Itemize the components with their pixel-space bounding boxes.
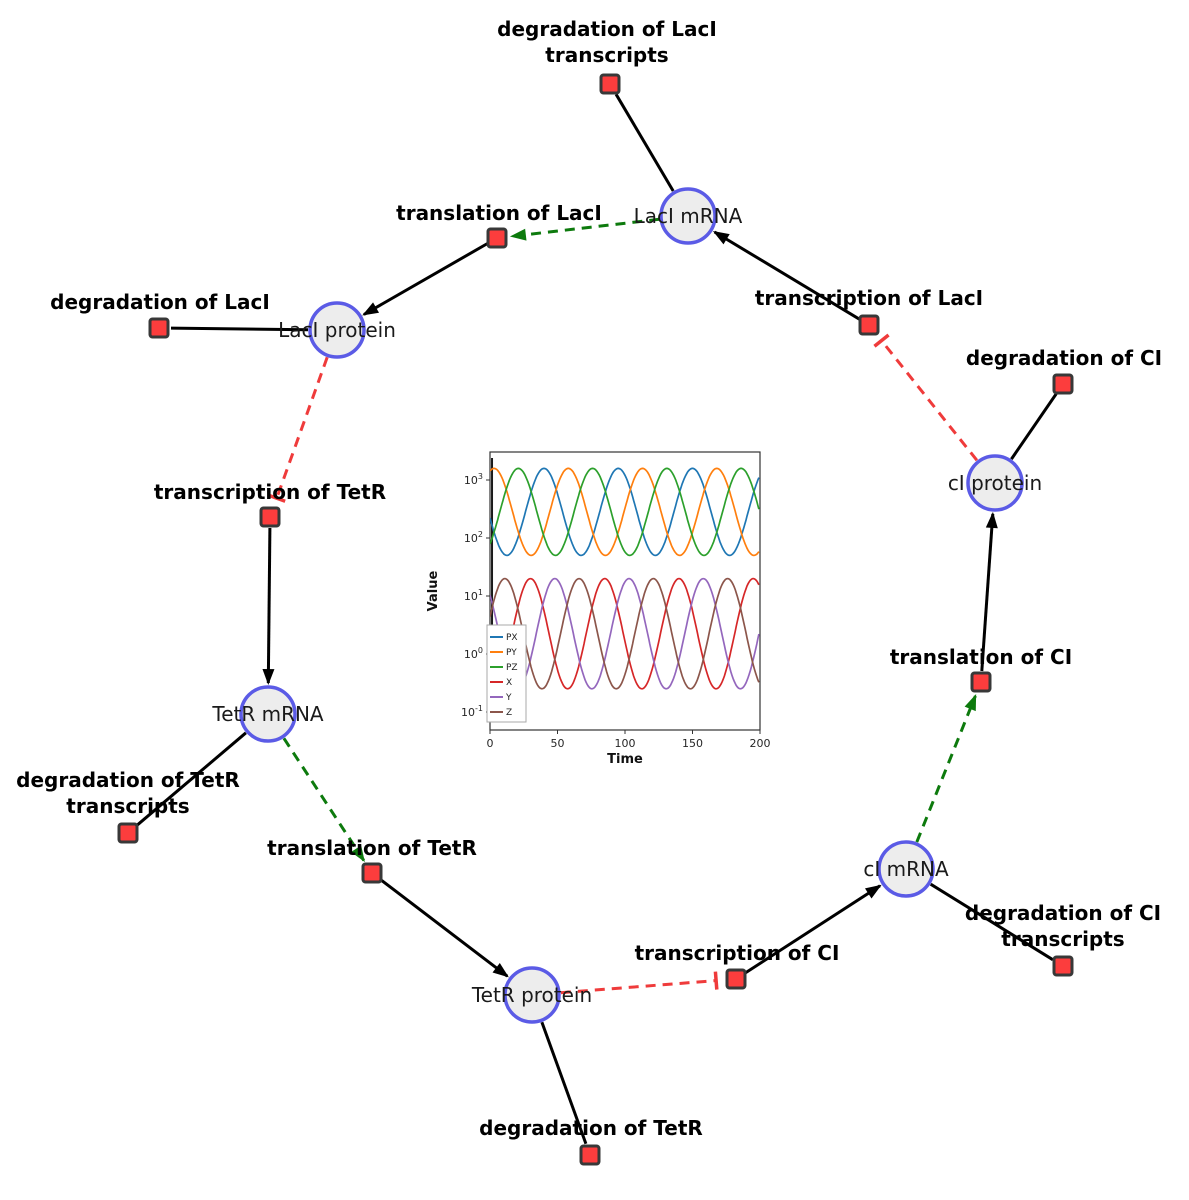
edge-production-transcr_tetr-to-tetr_mrna (262, 527, 275, 685)
x-tick-100: 100 (615, 737, 636, 750)
chart-legend-box (486, 624, 527, 723)
edge-consumption-tetr_protein-to-deg_tetr (540, 1021, 588, 1145)
reaction-label-deg_tetr: degradation of TetR (479, 1116, 703, 1140)
chart-series-X (490, 577, 760, 690)
species-node-ci_protein[interactable] (966, 454, 1024, 512)
species-label-tetr_protein: TetR protein (471, 983, 592, 1007)
species-node-ci_mrna[interactable] (877, 840, 935, 898)
chart-ylabel: Value (426, 570, 441, 611)
legend-entry-PZ: PZ (506, 663, 518, 673)
reaction-label-transcr_tetr: transcription of TetR (154, 480, 386, 504)
chart-series-Y (490, 577, 760, 690)
reaction-node-transl_laci[interactable] (486, 227, 508, 249)
y-tick-1e1: 101 (464, 588, 483, 603)
reaction-node-transcr_tetr[interactable] (259, 506, 281, 528)
edge-consumption-laci_mrna-to-deg_laci_tx (614, 93, 675, 192)
reaction-node-deg_tetr[interactable] (579, 1144, 601, 1166)
reaction-label-deg_tetr_tx-line1: degradation of TetR (16, 768, 240, 792)
chart-xlabel: Time (607, 752, 643, 767)
reaction-node-transl_ci[interactable] (970, 671, 992, 693)
legend-entry-X: X (506, 678, 512, 688)
reaction-node-deg_ci_tx[interactable] (1052, 955, 1074, 977)
x-tick-0: 0 (487, 737, 494, 750)
edge-production-transl_tetr-to-tetr_protein (379, 878, 509, 978)
reaction-node-transcr_laci[interactable] (858, 314, 880, 336)
reaction-label-transl_tetr: translation of TetR (267, 836, 477, 860)
legend-entry-Z: Z (506, 708, 512, 718)
reaction-label-transl_ci: translation of CI (890, 645, 1072, 669)
species-label-ci_mrna: cI mRNA (863, 857, 949, 881)
reaction-node-deg_laci_tx[interactable] (599, 73, 621, 95)
legend-entry-PX: PX (506, 633, 518, 643)
chart-series-PX (490, 467, 760, 557)
species-label-laci_protein: LacI protein (278, 318, 396, 342)
reaction-node-deg_laci[interactable] (148, 317, 170, 339)
edge-consumption-ci_protein-to-deg_ci (1010, 393, 1058, 460)
species-node-tetr_protein[interactable] (503, 966, 561, 1024)
edge-inhibition-laci_protein-to-transcr_tetr (267, 356, 329, 503)
reaction-node-transl_tetr[interactable] (361, 862, 383, 884)
reaction-label-deg_ci: degradation of CI (966, 346, 1162, 370)
edge-inhibition-tetr_protein-to-transcr_ci (560, 971, 719, 995)
species-node-tetr_mrna[interactable] (239, 685, 297, 743)
edge-inhibition-ci_protein-to-transcr_laci (873, 333, 979, 462)
edge-modifier-tetr_mrna-to-transl_tetr (282, 737, 366, 863)
chart-series-PY (490, 467, 760, 557)
edge-production-transl_ci-to-ci_protein (980, 511, 998, 672)
x-tick-200: 200 (750, 737, 771, 750)
species-node-laci_mrna[interactable] (659, 187, 717, 245)
species-label-ci_protein: cI protein (948, 471, 1042, 495)
reaction-label-transl_laci: translation of LacI (396, 201, 602, 225)
reaction-label-deg_tetr_tx-line2: transcripts (66, 794, 189, 818)
reaction-label-transcr_laci: transcription of LacI (755, 286, 983, 310)
edge-consumption-tetr_mrna-to-deg_tetr_tx (136, 731, 247, 827)
reaction-label-deg_laci_tx-line1: degradation of LacI (497, 17, 717, 41)
edge-consumption-laci_protein-to-deg_laci (170, 326, 309, 332)
reaction-node-deg_tetr_tx[interactable] (117, 822, 139, 844)
reaction-label-deg_laci: degradation of LacI (50, 290, 270, 314)
species-label-laci_mrna: LacI mRNA (634, 204, 743, 228)
edge-modifier-laci_mrna-to-transl_laci (509, 217, 660, 241)
y-tick-1e2: 102 (464, 530, 483, 545)
edge-modifier-ci_mrna-to-transl_ci (915, 694, 977, 843)
reaction-label-deg_ci_tx-line1: degradation of CI (965, 901, 1161, 925)
edge-consumption-ci_mrna-to-deg_ci_tx (929, 882, 1054, 961)
legend-entry-Y: Y (505, 693, 512, 703)
y-tick-1e0: 100 (464, 646, 483, 661)
y-tick-1e-1: 10-1 (461, 704, 483, 719)
reaction-label-deg_laci_tx-line2: transcripts (545, 43, 668, 67)
legend-entry-PY: PY (506, 648, 517, 658)
edge-production-transcr_laci-to-laci_mrna (712, 230, 861, 321)
species-label-tetr_mrna: TetR mRNA (211, 702, 324, 726)
chart-axes-frame (489, 451, 761, 731)
reaction-label-deg_ci_tx-line2: transcripts (1001, 927, 1124, 951)
reaction-node-deg_ci[interactable] (1052, 373, 1074, 395)
reaction-label-transcr_ci: transcription of CI (635, 941, 840, 965)
species-node-laci_protein[interactable] (308, 301, 366, 359)
edge-production-transcr_ci-to-ci_mrna (744, 884, 882, 975)
y-tick-1e3: 103 (464, 472, 483, 487)
chart-series-PZ (490, 467, 760, 557)
edge-production-transl_laci-to-laci_protein (362, 242, 489, 316)
chart-series-Z (490, 577, 760, 690)
x-tick-150: 150 (682, 737, 703, 750)
reaction-node-transcr_ci[interactable] (725, 968, 747, 990)
x-tick-50: 50 (551, 737, 565, 750)
